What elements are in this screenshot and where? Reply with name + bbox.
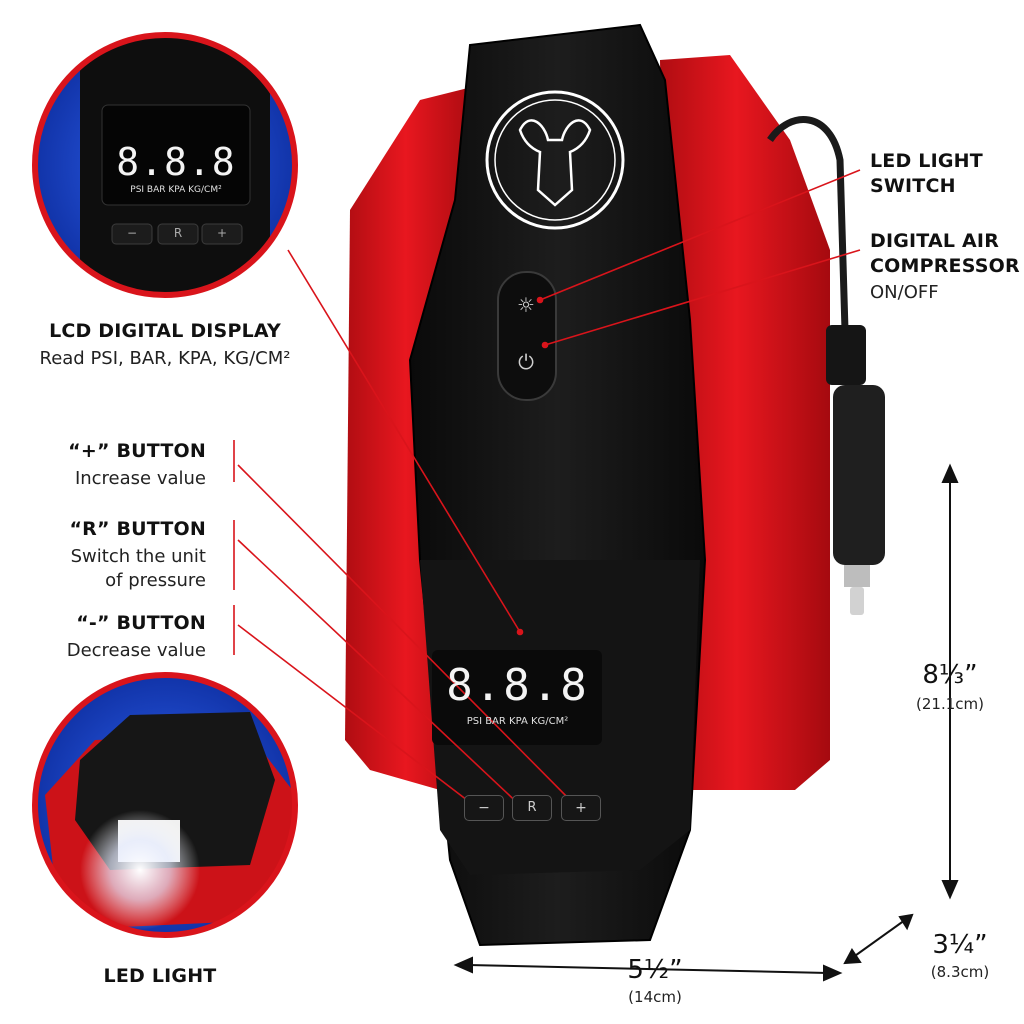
led-switch-callout-title1: LED LIGHT (870, 150, 983, 172)
power-icon[interactable]: ⏻ (518, 350, 534, 374)
plus-callout-desc: Increase value (74, 468, 206, 489)
height-dimension-metric: (21.1cm) (916, 695, 984, 713)
inset-lcd-digits: 8.8.8 (116, 140, 236, 184)
inset-lcd-circle (32, 32, 298, 298)
led-switch-callout-title2: SWITCH (870, 175, 956, 197)
minus-callout-desc: Decrease value (66, 640, 206, 661)
bull-head-logo (485, 90, 625, 230)
r-callout-desc1: Switch the unit (70, 546, 206, 567)
power-cord (767, 116, 849, 331)
r-callout-title: “R” BUTTON (69, 518, 206, 540)
minus-button[interactable]: − (464, 795, 504, 821)
power-callout-title1: DIGITAL AIR (870, 230, 1000, 252)
depth-dimension-value: 3¼” (932, 930, 988, 960)
height-dimension-value: 8⅓” (922, 660, 978, 690)
main-lcd-digits: 8.8.8 (446, 660, 589, 711)
led-light-icon[interactable]: ☼ (517, 293, 535, 317)
depth-dimension-metric: (8.3cm) (930, 963, 990, 981)
power-callout-desc: ON/OFF (870, 282, 939, 303)
minus-callout-title: “-” BUTTON (76, 612, 206, 634)
lcd-window (432, 650, 602, 745)
control-pill (497, 271, 557, 401)
power-callout-title2: COMPRESSOR (870, 255, 1020, 277)
dimension-arrows (453, 463, 959, 982)
lcd-callout-title: LCD DIGITAL DISPLAY (49, 320, 281, 342)
leader-lines (233, 169, 861, 811)
led-light-callout-title: LED LIGHT (103, 965, 217, 987)
plus-button[interactable]: + (561, 795, 601, 821)
r-button[interactable]: R (512, 795, 552, 821)
width-dimension-value: 5½” (627, 955, 683, 985)
car-plug (826, 325, 885, 615)
inset-plus-button: + (216, 226, 228, 240)
width-dimension-metric: (14cm) (628, 988, 682, 1006)
lcd-callout-desc: Read PSI, BAR, KPA, KG/CM² (39, 348, 291, 369)
plus-callout-title: “+” BUTTON (68, 440, 206, 462)
inset-led-circle (32, 672, 298, 938)
main-lcd-units: PSI BAR KPA KG/CM² (466, 716, 569, 727)
inset-lcd-units: PSI BAR KPA KG/CM² (130, 185, 222, 195)
inset-r-button: R (173, 226, 183, 240)
inset-minus-button: − (126, 226, 138, 240)
r-callout-desc2: of pressure (105, 570, 206, 591)
